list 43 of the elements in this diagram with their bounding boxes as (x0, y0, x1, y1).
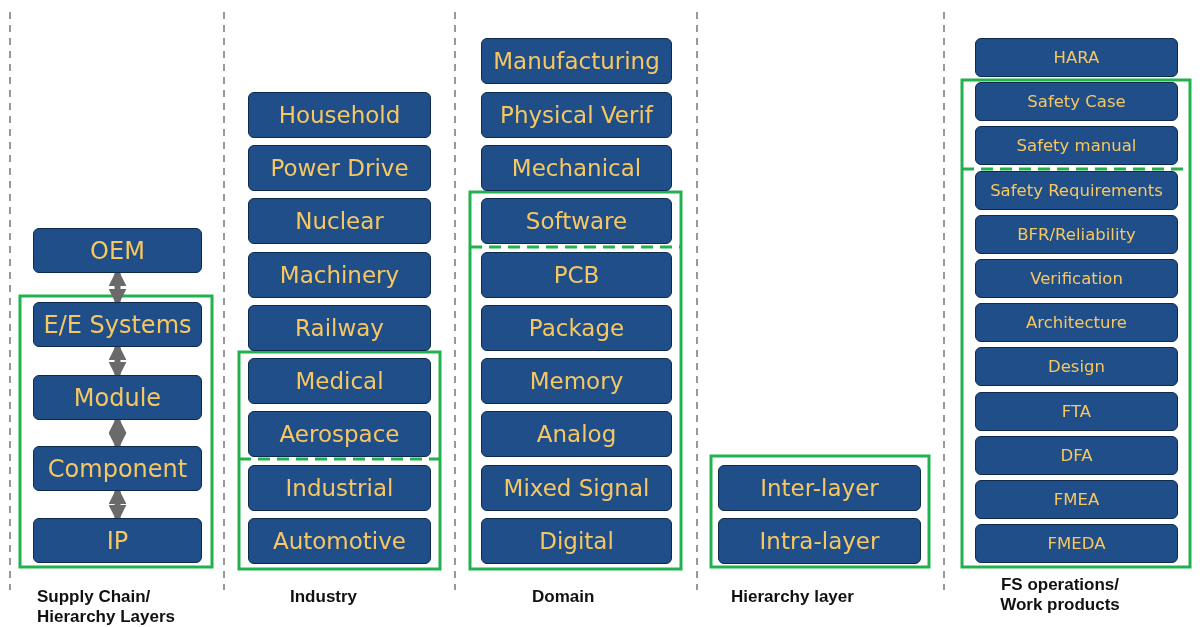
layer-box: Manufacturing (481, 38, 672, 84)
layer-box: OEM (33, 228, 202, 273)
layer-box: BFR/Reliability (975, 215, 1178, 254)
layer-box: Software (481, 198, 672, 244)
column-heading: FS operations/ Work products (999, 575, 1121, 615)
column-heading: Industry (290, 587, 358, 607)
layer-box: Module (33, 375, 202, 420)
layer-box: IP (33, 518, 202, 563)
layer-box: DFA (975, 436, 1178, 475)
column-heading: Domain (532, 587, 595, 607)
layer-box: E/E Systems (33, 302, 202, 347)
layer-box: Aerospace (248, 411, 431, 457)
layer-box: Analog (481, 411, 672, 457)
layer-box: PCB (481, 252, 672, 298)
layer-box: Medical (248, 358, 431, 404)
layer-box: Memory (481, 358, 672, 404)
layer-box: Power Drive (248, 145, 431, 191)
layer-box: Package (481, 305, 672, 351)
layer-box: Machinery (248, 252, 431, 298)
layer-box: Industrial (248, 465, 431, 511)
layer-box: Digital (481, 518, 672, 564)
layer-box: Physical Verif (481, 92, 672, 138)
layer-box: Safety manual (975, 126, 1178, 165)
layer-box: Railway (248, 305, 431, 351)
layer-box: Design (975, 347, 1178, 386)
layer-box: Intra-layer (718, 518, 921, 564)
layer-box: Mechanical (481, 145, 672, 191)
layer-box: FMEDA (975, 524, 1178, 563)
layer-box: Safety Case (975, 82, 1178, 121)
layer-box: Inter-layer (718, 465, 921, 511)
layer-box: Nuclear (248, 198, 431, 244)
layer-box: Verification (975, 259, 1178, 298)
layer-box: Safety Requirements (975, 171, 1178, 210)
layer-box: Architecture (975, 303, 1178, 342)
layer-box: Household (248, 92, 431, 138)
column-heading: Hierarchy layer (731, 587, 854, 607)
column-heading: Supply Chain/ Hierarchy Layers (37, 587, 176, 627)
layer-box: Component (33, 446, 202, 491)
layer-box: FMEA (975, 480, 1178, 519)
layer-box: FTA (975, 392, 1178, 431)
layer-box: Automotive (248, 518, 431, 564)
layer-box: Mixed Signal (481, 465, 672, 511)
layer-box: HARA (975, 38, 1178, 77)
